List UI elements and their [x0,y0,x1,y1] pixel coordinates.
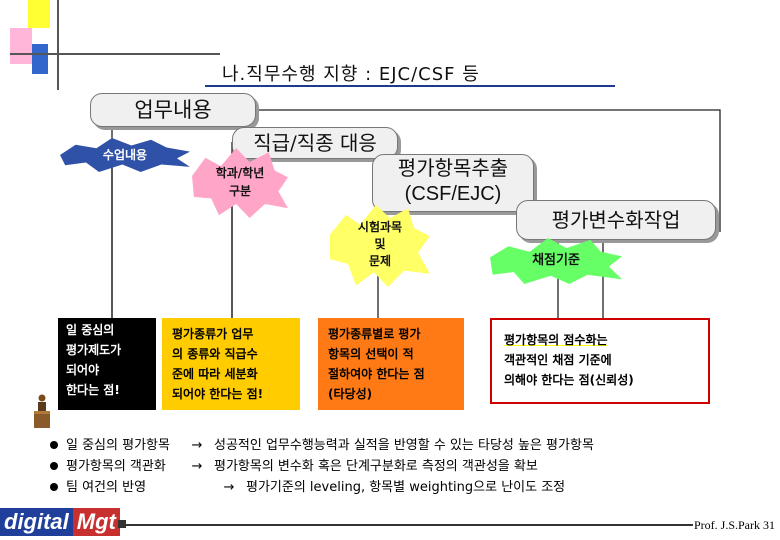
panel-eval-type: 평가종류가 업무 의 종류와 직급수 준에 따라 세분화 되어야 한다는 점! [162,318,300,410]
callout-item-extract-line1: 평가항목추출 [397,156,509,180]
decor-horizontal-line [10,53,220,55]
panel-line: 되어야 [66,363,100,377]
panel-line: 일 중심의 [66,323,115,337]
decor-vertical-line [57,0,59,90]
bullet-list: 일 중심의 평가항목 → 성공적인 업무수행능력과 실적을 반영할 수 있는 타… [50,435,594,498]
bullet-item: 일 중심의 평가항목 → 성공적인 업무수행능력과 실적을 반영할 수 있는 타… [50,435,594,456]
panel-line: 평가종류가 업무 [172,327,254,341]
bullet-arrow: → [191,459,203,474]
burst-exam-line1: 시험과목 [357,220,403,234]
speaker-podium-icon [34,394,50,428]
footer-line [118,524,693,526]
burst-dept-line1: 학과/학년 [215,166,265,180]
bullet-left: 팀 여건의 반영 [66,480,147,495]
burst-exam-line3: 문제 [368,254,392,268]
callout-work-content: 업무내용 [90,93,256,127]
panel-work-centered: 일 중심의 평가제도가 되어야 한다는 점! [58,318,156,410]
bullet-left: 평가항목의 객관화 [66,459,166,474]
bullet-right: 평가기준의 leveling, 항목별 weighting으로 난이도 조정 [246,480,566,495]
decor-pink-block [10,28,32,64]
panel-line: 평가종류별로 평가 [328,327,421,341]
panel-line: 절하여야 한다는 점 [328,367,425,381]
panel-line: 되어야 한다는 점! [172,387,264,401]
bullet-item: 평가항목의 객관화 → 평가항목의 변수화 혹은 단계구분화로 측정의 객관성을… [50,456,594,477]
callout-variable-work: 평가변수화작업 [516,200,716,240]
callout-rank-response: 직급/직종 대응 [232,127,398,159]
bullet-arrow: → [223,480,235,495]
panel-line: 평가제도가 [66,343,122,357]
bullet-item: 팀 여건의 반영 → 평가기준의 leveling, 항목별 weighting… [50,477,594,498]
callout-item-extract-line2: (CSF/EJC) [404,183,502,205]
bullet-arrow: → [191,438,203,453]
burst-dept-line2: 구분 [228,184,252,198]
panel-line: 객관적인 채점 기준에 [504,353,612,367]
decor-yellow-block [28,0,50,28]
panel-item-selection: 평가종류별로 평가 항목의 선택이 적 절하여야 한다는 점 (타당성) [318,318,464,410]
bullet-left: 일 중심의 평가항목 [66,438,170,453]
slide-title: 나.직무수행 지향 : EJC/CSF 등 [222,64,480,85]
burst-exam-line2: 및 [374,237,386,251]
logo-part1: digital [0,508,73,536]
bullet-dot-icon [50,483,58,491]
decor-blue-block [32,44,48,74]
panel-line: 준에 따라 세분화 [172,367,258,381]
footer-credit: Prof. J.S.Park 31 [694,518,776,532]
logo-part2: Mgt [72,508,120,536]
callout-item-extract: 평가항목추출 (CSF/EJC) [372,154,534,212]
panel-scoring: 평가항목의 점수화는 객관적인 채점 기준에 의해야 한다는 점(신뢰성) [490,318,710,404]
bullet-right: 성공적인 업무수행능력과 실적을 반영할 수 있는 타당성 높은 평가항목 [214,438,594,453]
bullet-dot-icon [50,441,58,449]
panel-line: (타당성) [328,387,373,401]
panel-line: 항목의 선택이 적 [328,347,414,361]
panel-line: 평가항목의 점수화는 [504,333,608,347]
panel-line: 의해야 한다는 점(신뢰성) [504,373,634,387]
connector-work-to-var [254,109,721,232]
bullet-right: 평가항목의 변수화 혹은 단계구분화로 측정의 객관성을 확보 [214,459,538,474]
title-underline [205,85,615,87]
panel-line: 한다는 점! [66,383,120,397]
bullet-dot-icon [50,462,58,470]
panel-line: 의 종류와 직급수 [172,347,258,361]
